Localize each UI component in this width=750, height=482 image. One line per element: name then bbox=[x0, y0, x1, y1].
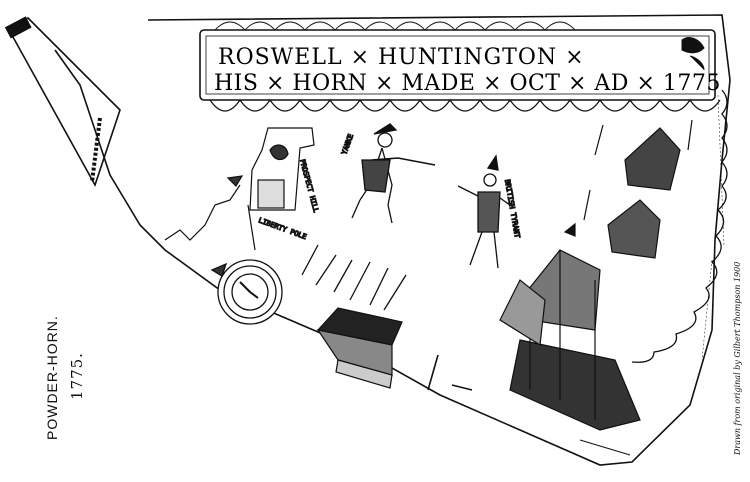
banner-word: AD bbox=[593, 71, 629, 96]
wall-line bbox=[164, 184, 241, 241]
banner-scroll: ROSWELL × HUNTINGTON × HIS × HORN × MADE… bbox=[199, 21, 721, 112]
credit-text: Drawn from original by Gilbert Thompson … bbox=[733, 261, 742, 455]
svg-text:HIS × HORN ×: HIS × HORN × MADE × OCT × AD × 1775 bbox=[214, 71, 721, 96]
label-british: BRITISH TYRANT bbox=[503, 179, 521, 239]
tent bbox=[583, 119, 693, 259]
label-liberty-pole: LIBERTY POLE bbox=[257, 216, 307, 241]
label-yankee: YANKE bbox=[340, 133, 355, 156]
banner-word: 1775 bbox=[663, 71, 721, 96]
banner-word: MADE bbox=[401, 71, 475, 96]
decorative-line bbox=[579, 439, 631, 456]
banner-word: OCT bbox=[509, 71, 560, 96]
powder-horn-spout bbox=[4, 16, 121, 187]
label-prospect-hill: PROSPECT HILL bbox=[298, 158, 320, 213]
caption-year: 1775. bbox=[68, 352, 86, 400]
liberty-pole: LIBERTY POLE bbox=[247, 204, 308, 251]
tyrant-figure: BRITISH TYRANT bbox=[457, 154, 522, 269]
house bbox=[316, 307, 403, 389]
ship bbox=[499, 222, 641, 431]
banner-word: HUNTINGTON bbox=[378, 45, 557, 70]
banner-word: HORN bbox=[292, 71, 367, 96]
caption-title: POWDER-HORN. bbox=[44, 315, 60, 440]
horn-outline bbox=[54, 14, 731, 466]
soldier-figure: YANKE bbox=[340, 123, 436, 224]
prospect-hill-fort: PROSPECT HILL bbox=[226, 127, 321, 214]
sword-row bbox=[301, 244, 407, 311]
cannon bbox=[427, 354, 473, 391]
clock-dial bbox=[210, 259, 283, 325]
svg-text:ROSWELL × HUNTINGT: ROSWELL × HUNTINGTON × bbox=[218, 45, 585, 70]
banner-word: HIS bbox=[214, 71, 258, 96]
banner-word: ROSWELL bbox=[218, 45, 343, 70]
